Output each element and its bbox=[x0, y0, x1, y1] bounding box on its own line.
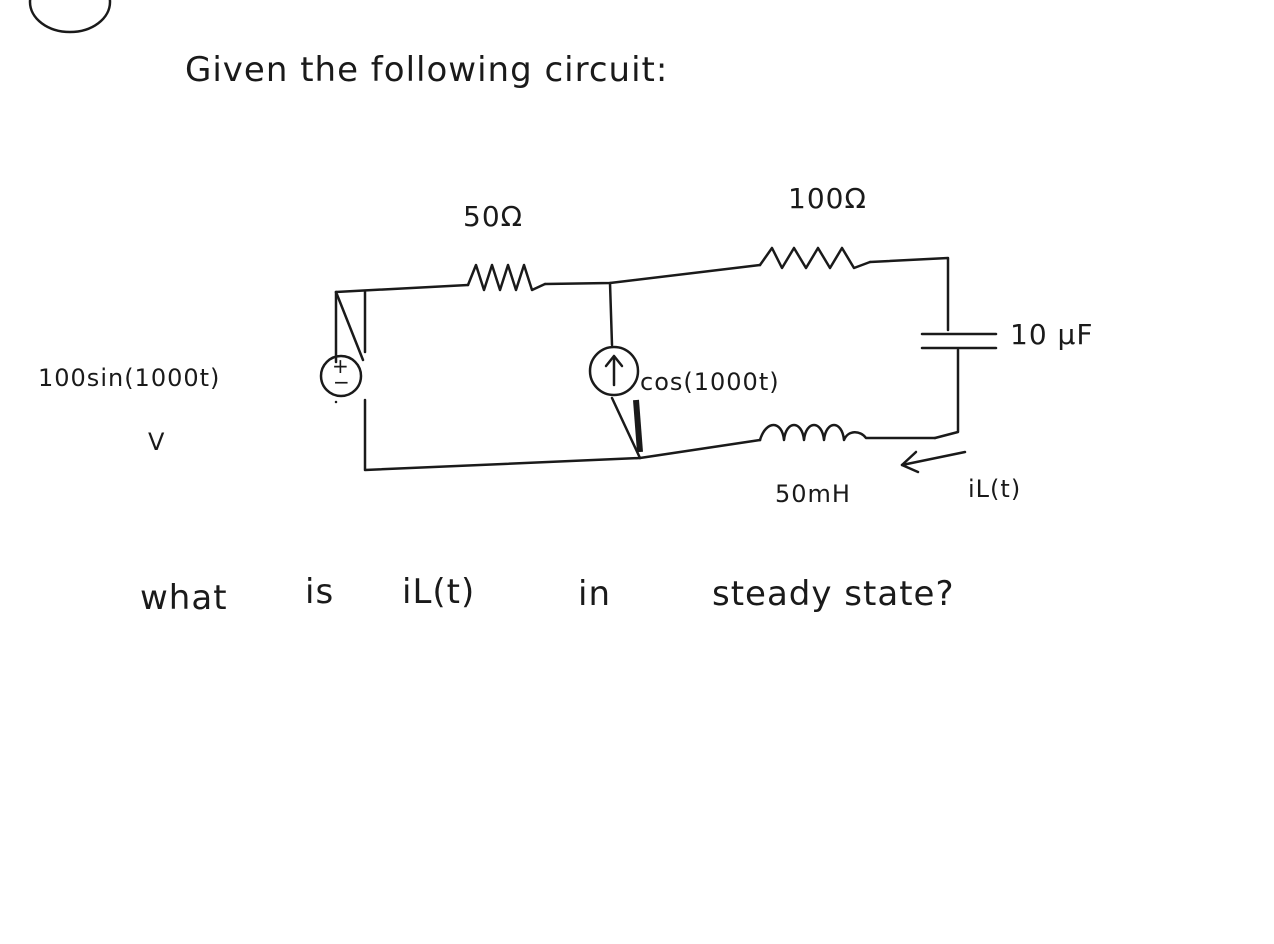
question-word-is: is bbox=[305, 572, 335, 612]
voltage-minus-sign: − bbox=[333, 370, 351, 394]
current-source bbox=[588, 345, 643, 453]
intro-text: Given the following circuit: bbox=[185, 50, 669, 90]
resistor-100-label: 100Ω bbox=[788, 182, 867, 215]
question-steady-state: steady state? bbox=[712, 574, 955, 614]
inductor-current-label: iL(t) bbox=[968, 475, 1022, 503]
inductor bbox=[758, 423, 937, 442]
current-source-label: cos(1000t) bbox=[640, 368, 780, 396]
capacitor bbox=[920, 332, 998, 350]
voltage-source bbox=[319, 354, 363, 398]
capacitor-label: 10 μF bbox=[1010, 318, 1094, 351]
voltage-unit-label: V bbox=[148, 428, 166, 456]
inductor-label: 50mH bbox=[775, 480, 851, 508]
current-arrow-icon bbox=[900, 450, 967, 474]
question-current-symbol: iL(t) bbox=[402, 572, 476, 612]
resistor-50-ohm bbox=[466, 263, 547, 292]
voltage-source-label: 100sin(1000t) bbox=[38, 364, 221, 392]
resistor-100-ohm bbox=[758, 246, 872, 270]
voltage-plus-sign: + bbox=[332, 354, 350, 378]
question-word-in: in bbox=[578, 574, 611, 614]
question-word-what: what bbox=[140, 578, 228, 618]
resistor-50-label: 50Ω bbox=[463, 200, 524, 233]
problem-number-badge bbox=[28, 0, 112, 34]
circuit-wires bbox=[334, 256, 960, 472]
